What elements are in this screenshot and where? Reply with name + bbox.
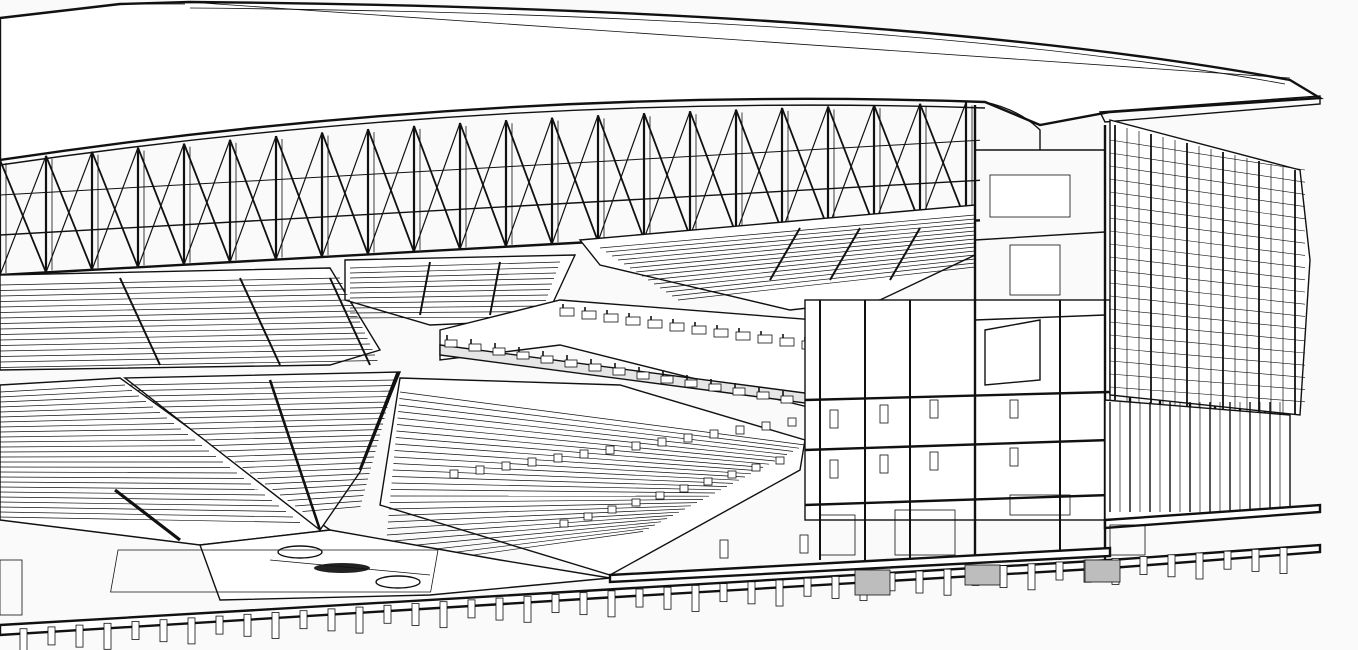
foundation xyxy=(0,503,1322,650)
roof-truss xyxy=(0,102,981,277)
suite-level xyxy=(439,299,881,411)
curtain-wall-facade xyxy=(1104,119,1311,521)
lower-seating-tier xyxy=(0,371,806,576)
upper-seating-tier xyxy=(0,204,976,371)
concourse-frame xyxy=(719,105,1287,560)
roof-canopy xyxy=(0,0,1324,166)
